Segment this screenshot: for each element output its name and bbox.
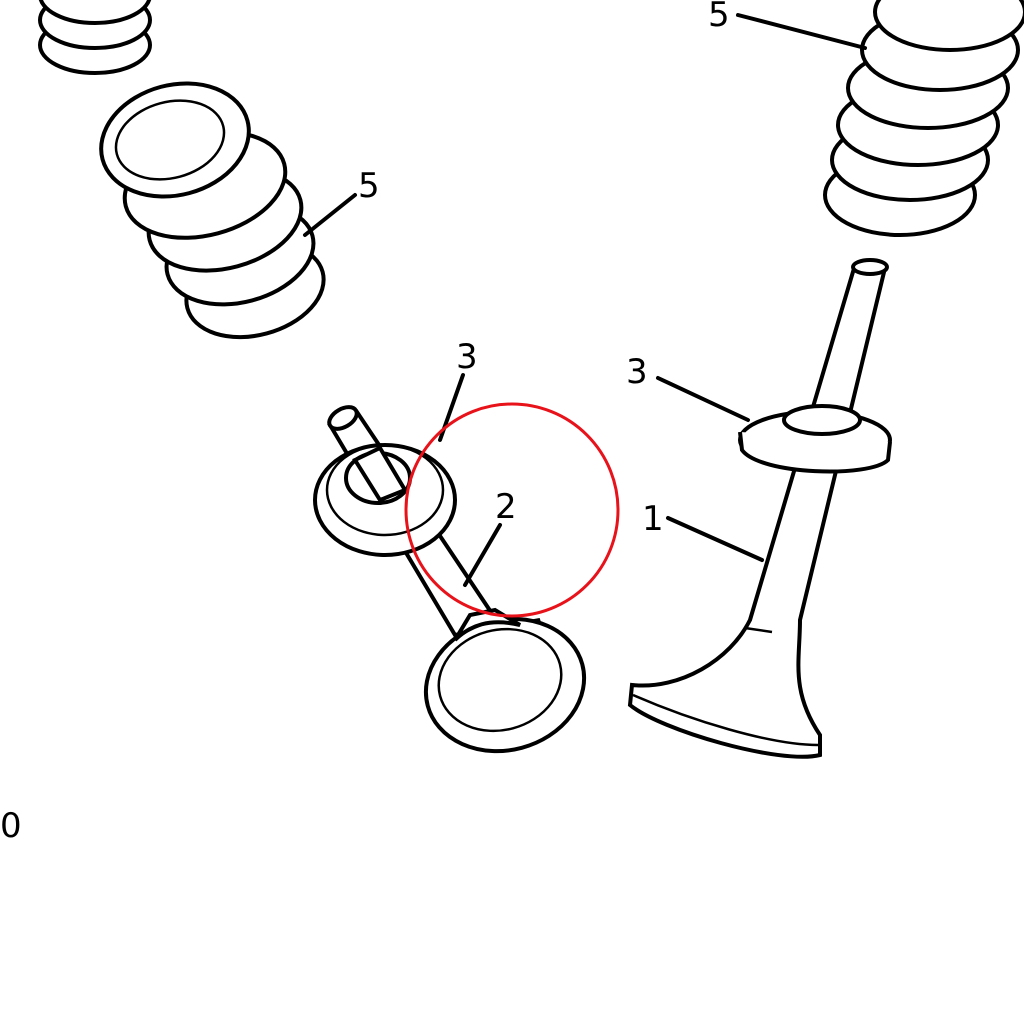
leader-lines	[303, 13, 867, 587]
label-retainer-left: 3	[456, 337, 478, 377]
label-retainer-right: 3	[626, 352, 648, 392]
retainer-right	[738, 404, 892, 474]
label-spring-right: 5	[708, 0, 730, 35]
label-spring-left: 5	[358, 166, 380, 206]
highlight-circle	[404, 402, 620, 618]
spring-right	[823, 0, 1024, 237]
label-valve-right: 1	[642, 499, 664, 539]
retainer-left	[313, 443, 457, 557]
spring-left	[99, 81, 326, 340]
spring-top-left-partial	[38, 0, 152, 75]
label-valve-left: 2	[495, 487, 517, 527]
label-edge-fragment: 0	[0, 806, 22, 846]
valve-right	[627, 258, 889, 759]
